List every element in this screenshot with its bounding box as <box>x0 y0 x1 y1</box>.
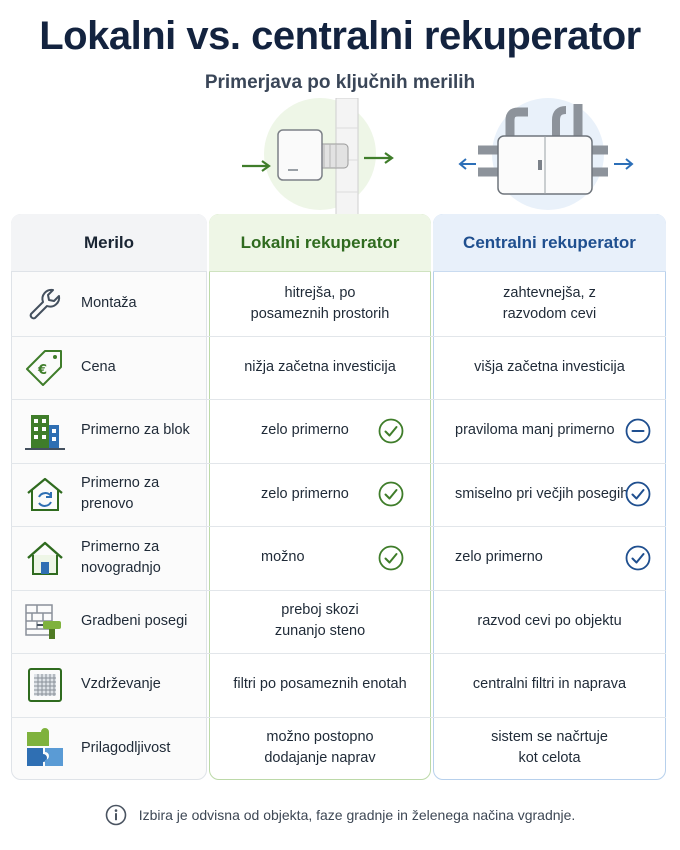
puzzle-icon <box>27 728 63 767</box>
local-cell-text: preboj skozi zunanjo steno <box>274 602 366 640</box>
criterion-cell-text: Primerno za blok <box>81 422 190 439</box>
local-cell-text: možno <box>261 549 305 566</box>
house-icon <box>27 541 63 575</box>
local-column <box>209 214 431 780</box>
central-cell: praviloma manj primerno <box>433 399 666 463</box>
comparison-table: Merilo Lokalni rekuperator Centralni rek… <box>11 214 666 780</box>
row-divider <box>11 335 666 337</box>
local-recuperator-illustration <box>242 98 394 216</box>
local-cell-text: zelo primerno <box>261 485 349 502</box>
criterion-cell: Cena <box>11 336 207 400</box>
central-cell: razvod cevi po objektu <box>433 590 666 654</box>
info-icon <box>105 804 126 826</box>
table-row: Vzdrževanje filtri po posameznih enotah ce… <box>11 653 666 717</box>
table-row: Gradbeni posegi preboj skozi zunanjo sten… <box>11 589 666 654</box>
criterion-cell: Gradbeni posegi <box>11 590 207 654</box>
check-circle-icon <box>378 545 404 571</box>
criterion-cell-text: Primerno za prenovo <box>81 475 160 513</box>
criterion-cell: Montaža <box>11 272 207 336</box>
table-row: Primerno za blok zelo primerno praviloma m… <box>11 399 666 463</box>
check-circle-icon <box>625 481 651 507</box>
local-cell-text: nižja začetna investicija <box>244 358 396 375</box>
local-cell: zelo primerno <box>209 399 431 463</box>
criterion-cell-text: Prilagodljivost <box>81 739 171 756</box>
central-cell-text: zahtevnejša, z razvodom cevi <box>502 284 597 322</box>
criterion-cell: Vzdrževanje <box>11 653 207 717</box>
criterion-cell-text: Vzdrževanje <box>81 676 161 693</box>
local-cell: hitrejša, po posameznih prostorih <box>209 272 431 336</box>
local-cell-text: hitrejša, po posameznih prostorih <box>250 284 390 322</box>
criterion-cell-text: Gradbeni posegi <box>81 612 188 629</box>
local-cell-text: filtri po posameznih enotah <box>233 676 407 693</box>
table-row: Primerno za prenovo zelo primerno smiselno… <box>11 462 666 527</box>
filter-icon <box>28 667 62 702</box>
local-cell-text: zelo primerno <box>261 422 349 439</box>
local-cell-text: možno postopno dodajanje naprav <box>264 729 376 767</box>
table-row: Primerno za novogradnjo možno zelo primern… <box>11 526 666 590</box>
page-subtitle: Primerjava po ključnih merilih <box>204 72 476 93</box>
row-divider <box>11 653 666 654</box>
header-local: Lokalni rekuperator <box>209 214 431 272</box>
header-central: Centralni rekuperator <box>433 214 666 272</box>
criterion-cell: Primerno za blok <box>11 399 207 463</box>
central-cell: zelo primerno <box>433 526 666 590</box>
criterion-cell: Primerno za prenovo <box>11 463 207 527</box>
local-cell: filtri po posameznih enotah <box>209 653 431 717</box>
check-circle-icon <box>625 545 651 571</box>
central-cell-text: razvod cevi po objektu <box>477 612 622 629</box>
header-criterion: Merilo <box>11 214 207 272</box>
table-row: Montaža hitrejša, po posameznih prostorih… <box>11 272 666 336</box>
central-cell: centralni filtri in naprava <box>433 653 666 717</box>
criterion-cell: Prilagodljivost <box>11 717 207 781</box>
local-cell: možno postopno dodajanje naprav <box>209 717 431 781</box>
minus-circle-icon <box>625 418 651 444</box>
check-circle-icon <box>378 481 404 507</box>
local-cell: nižja začetna investicija <box>209 336 431 400</box>
central-cell-text: smiselno pri večjih posegih <box>455 485 629 502</box>
central-cell: višja začetna investicija <box>433 336 666 400</box>
row-divider <box>11 462 666 464</box>
svg-text:€: € <box>37 363 47 378</box>
footer-text: Izbira je odvisna od objekta, faze gradn… <box>138 807 576 823</box>
house-renovation-icon <box>27 478 63 512</box>
criterion-cell-text: Cena <box>81 358 116 375</box>
central-cell-text: sistem se načrtuje kot celota <box>491 729 608 767</box>
central-cell: smiselno pri večjih posegih <box>433 463 666 527</box>
row-divider <box>11 716 666 718</box>
brick-wall-drill-icon <box>25 604 61 640</box>
central-cell: zahtevnejša, z razvodom cevi <box>433 272 666 336</box>
central-cell: sistem se načrtuje kot celota <box>433 717 666 781</box>
price-tag-euro-icon: € <box>26 350 62 387</box>
central-cell-text: praviloma manj primerno <box>455 422 615 439</box>
page-title: Lokalni vs. centralni rekuperator <box>39 14 641 58</box>
footer-note: Izbira je odvisna od objekta, faze gradn… <box>0 804 680 826</box>
row-divider <box>11 589 666 591</box>
central-cell-text: zelo primerno <box>455 549 543 566</box>
central-cell-text: višja začetna investicija <box>474 358 625 375</box>
wrench-icon <box>29 288 61 320</box>
table-row: Prilagodljivost možno postopno dodajanje … <box>11 716 666 781</box>
criterion-cell: Primerno za novogradnjo <box>11 526 207 590</box>
criterion-cell-text: Montaža <box>81 295 137 312</box>
row-divider <box>11 526 666 527</box>
local-cell: zelo primerno <box>209 463 431 527</box>
apartment-building-icon <box>25 414 65 450</box>
local-cell: možno <box>209 526 431 590</box>
central-recuperator-illustration <box>458 98 634 210</box>
table-row: € Cena nižja začetna investicija višja zače… <box>11 335 666 400</box>
central-cell-text: centralni filtri in naprava <box>472 676 627 693</box>
row-divider <box>11 399 666 400</box>
criterion-cell-text: Primerno za novogradnjo <box>81 538 161 576</box>
check-circle-icon <box>378 418 404 444</box>
local-cell: preboj skozi zunanjo steno <box>209 590 431 654</box>
